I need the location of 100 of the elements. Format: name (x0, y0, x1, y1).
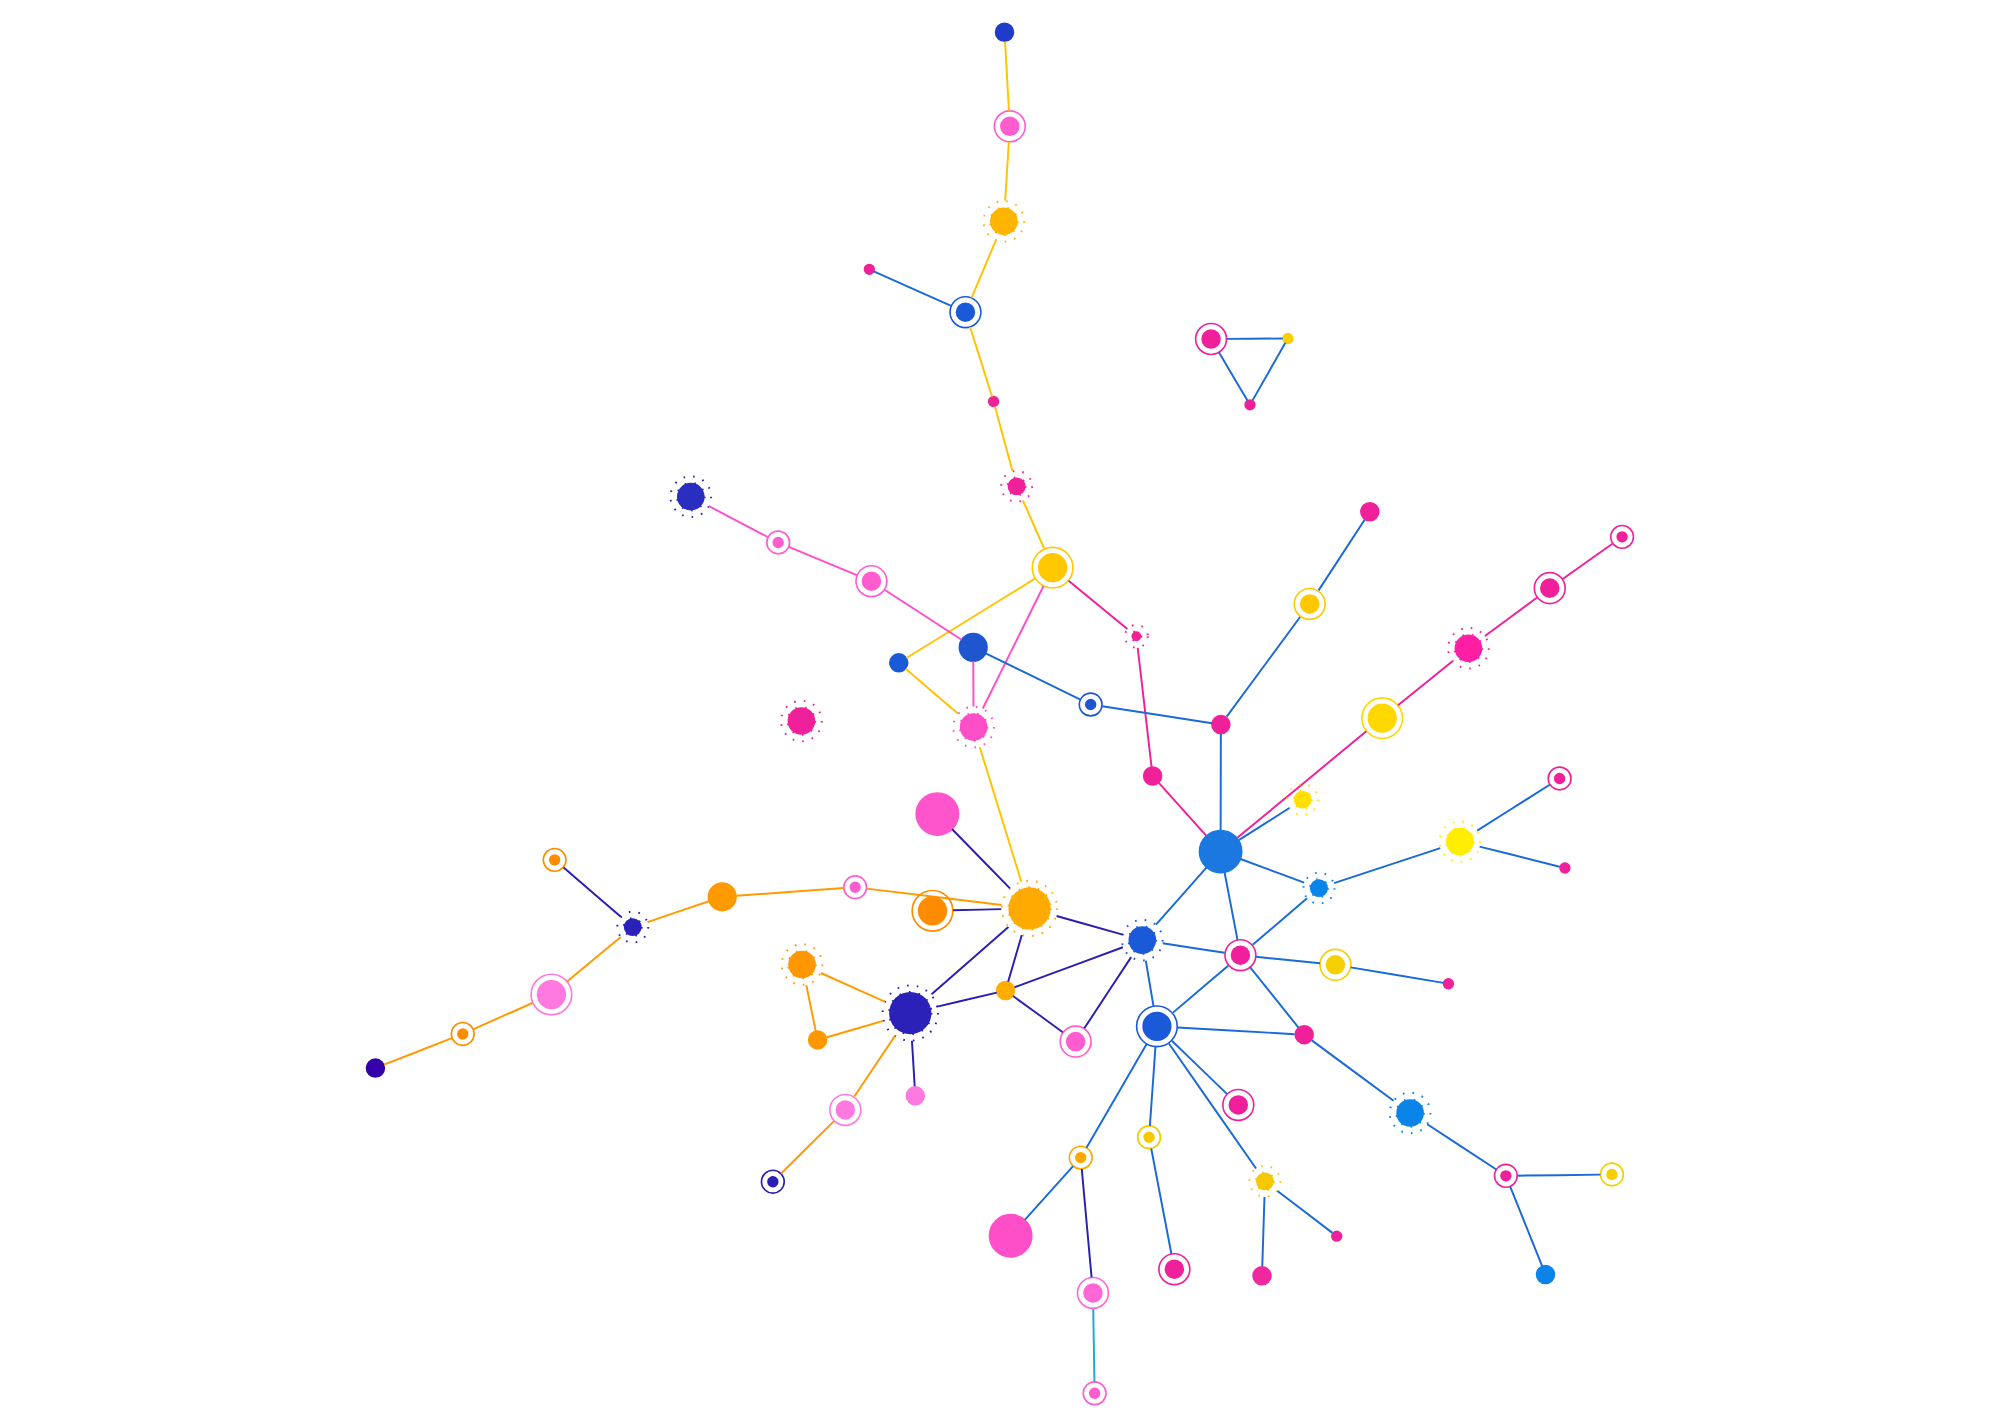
node-circle (1124, 623, 1149, 649)
node-circle (1135, 1005, 1179, 1048)
connector (1516, 1173, 1602, 1177)
node-circle (1142, 766, 1163, 786)
node-circle (1294, 1024, 1314, 1045)
node-circle (1136, 1125, 1162, 1150)
node-circle (993, 110, 1027, 143)
connector (472, 1002, 534, 1031)
node-circle (1031, 546, 1074, 589)
connector (787, 545, 858, 577)
connector (1225, 337, 1284, 340)
node-circle (1559, 862, 1571, 874)
connector (984, 652, 1081, 701)
node-circle (889, 653, 909, 673)
connector (993, 405, 1014, 472)
connector (1004, 40, 1010, 112)
connector (1333, 847, 1442, 885)
node-circle (1211, 714, 1231, 735)
node-circle (1493, 1163, 1519, 1188)
connector (1397, 660, 1454, 707)
connector (707, 505, 769, 538)
connector (981, 584, 1045, 710)
connector (780, 1119, 836, 1175)
connector (910, 1039, 916, 1088)
connector (872, 270, 953, 307)
connector (819, 972, 886, 1003)
node-circle (780, 699, 823, 743)
node-circle (1535, 1264, 1556, 1285)
connector (865, 887, 1003, 906)
connector (1219, 732, 1222, 832)
connector (383, 1037, 453, 1066)
connector (1144, 959, 1155, 1008)
connector (1276, 1189, 1334, 1234)
connector (1349, 966, 1445, 984)
connector (1021, 499, 1046, 550)
connector (951, 828, 1011, 890)
connector (1080, 1168, 1093, 1279)
node-circle (994, 22, 1015, 43)
node-circle (1198, 829, 1243, 874)
connector (936, 991, 998, 1008)
node-circle (988, 1213, 1033, 1258)
node-circle (1361, 697, 1404, 740)
connector (562, 866, 622, 918)
connector (1217, 351, 1249, 402)
node-circle (1244, 399, 1256, 411)
node-circle (1121, 918, 1164, 962)
connector (972, 660, 975, 708)
node-circle (1194, 322, 1228, 356)
connector (952, 908, 1003, 912)
node-circle (616, 910, 650, 944)
node-circle (1360, 502, 1380, 522)
connector (1251, 341, 1287, 402)
connector (905, 577, 1036, 659)
node-circle (1609, 524, 1635, 550)
connector (646, 900, 710, 924)
node-circle (450, 1021, 475, 1047)
connector (1509, 1185, 1544, 1268)
connector (930, 926, 1010, 996)
connector (1170, 1039, 1229, 1096)
connector (904, 667, 960, 715)
node-circle (1286, 783, 1320, 817)
connector (1161, 942, 1226, 954)
node-circle (1076, 1276, 1110, 1310)
connector (1317, 518, 1366, 592)
node-circle (807, 1030, 828, 1050)
connector (1167, 1042, 1258, 1170)
node-circle (542, 847, 567, 873)
connector (1251, 897, 1308, 946)
node-circle (765, 530, 791, 555)
connector (1176, 1026, 1296, 1036)
node-circle (949, 295, 982, 329)
connector (1085, 1043, 1148, 1149)
connector (1012, 995, 1064, 1034)
node-circle (1319, 948, 1352, 982)
node-circle (863, 263, 876, 276)
node-circle (530, 973, 573, 1016)
connector (1172, 964, 1230, 1014)
connector (1478, 845, 1561, 868)
node-circle (669, 475, 713, 518)
connector (1255, 955, 1321, 965)
connector (883, 589, 963, 641)
connector (566, 936, 622, 983)
node-circle (843, 875, 868, 900)
connector (1310, 1039, 1395, 1102)
connector (1239, 858, 1306, 884)
connector (1223, 871, 1239, 941)
node-circle (995, 980, 1016, 1001)
node-circle (780, 943, 824, 986)
node-circle (911, 889, 954, 932)
node-circle (1547, 766, 1572, 791)
connector (1236, 730, 1368, 839)
connector (853, 1035, 896, 1098)
node-circle (1599, 1162, 1625, 1187)
node-circle (707, 882, 737, 912)
connector (1225, 616, 1302, 718)
connector (1083, 956, 1133, 1030)
connector (1426, 1123, 1498, 1171)
connector (1101, 705, 1213, 725)
node-circle (1533, 571, 1566, 605)
node-circle (987, 395, 1000, 408)
